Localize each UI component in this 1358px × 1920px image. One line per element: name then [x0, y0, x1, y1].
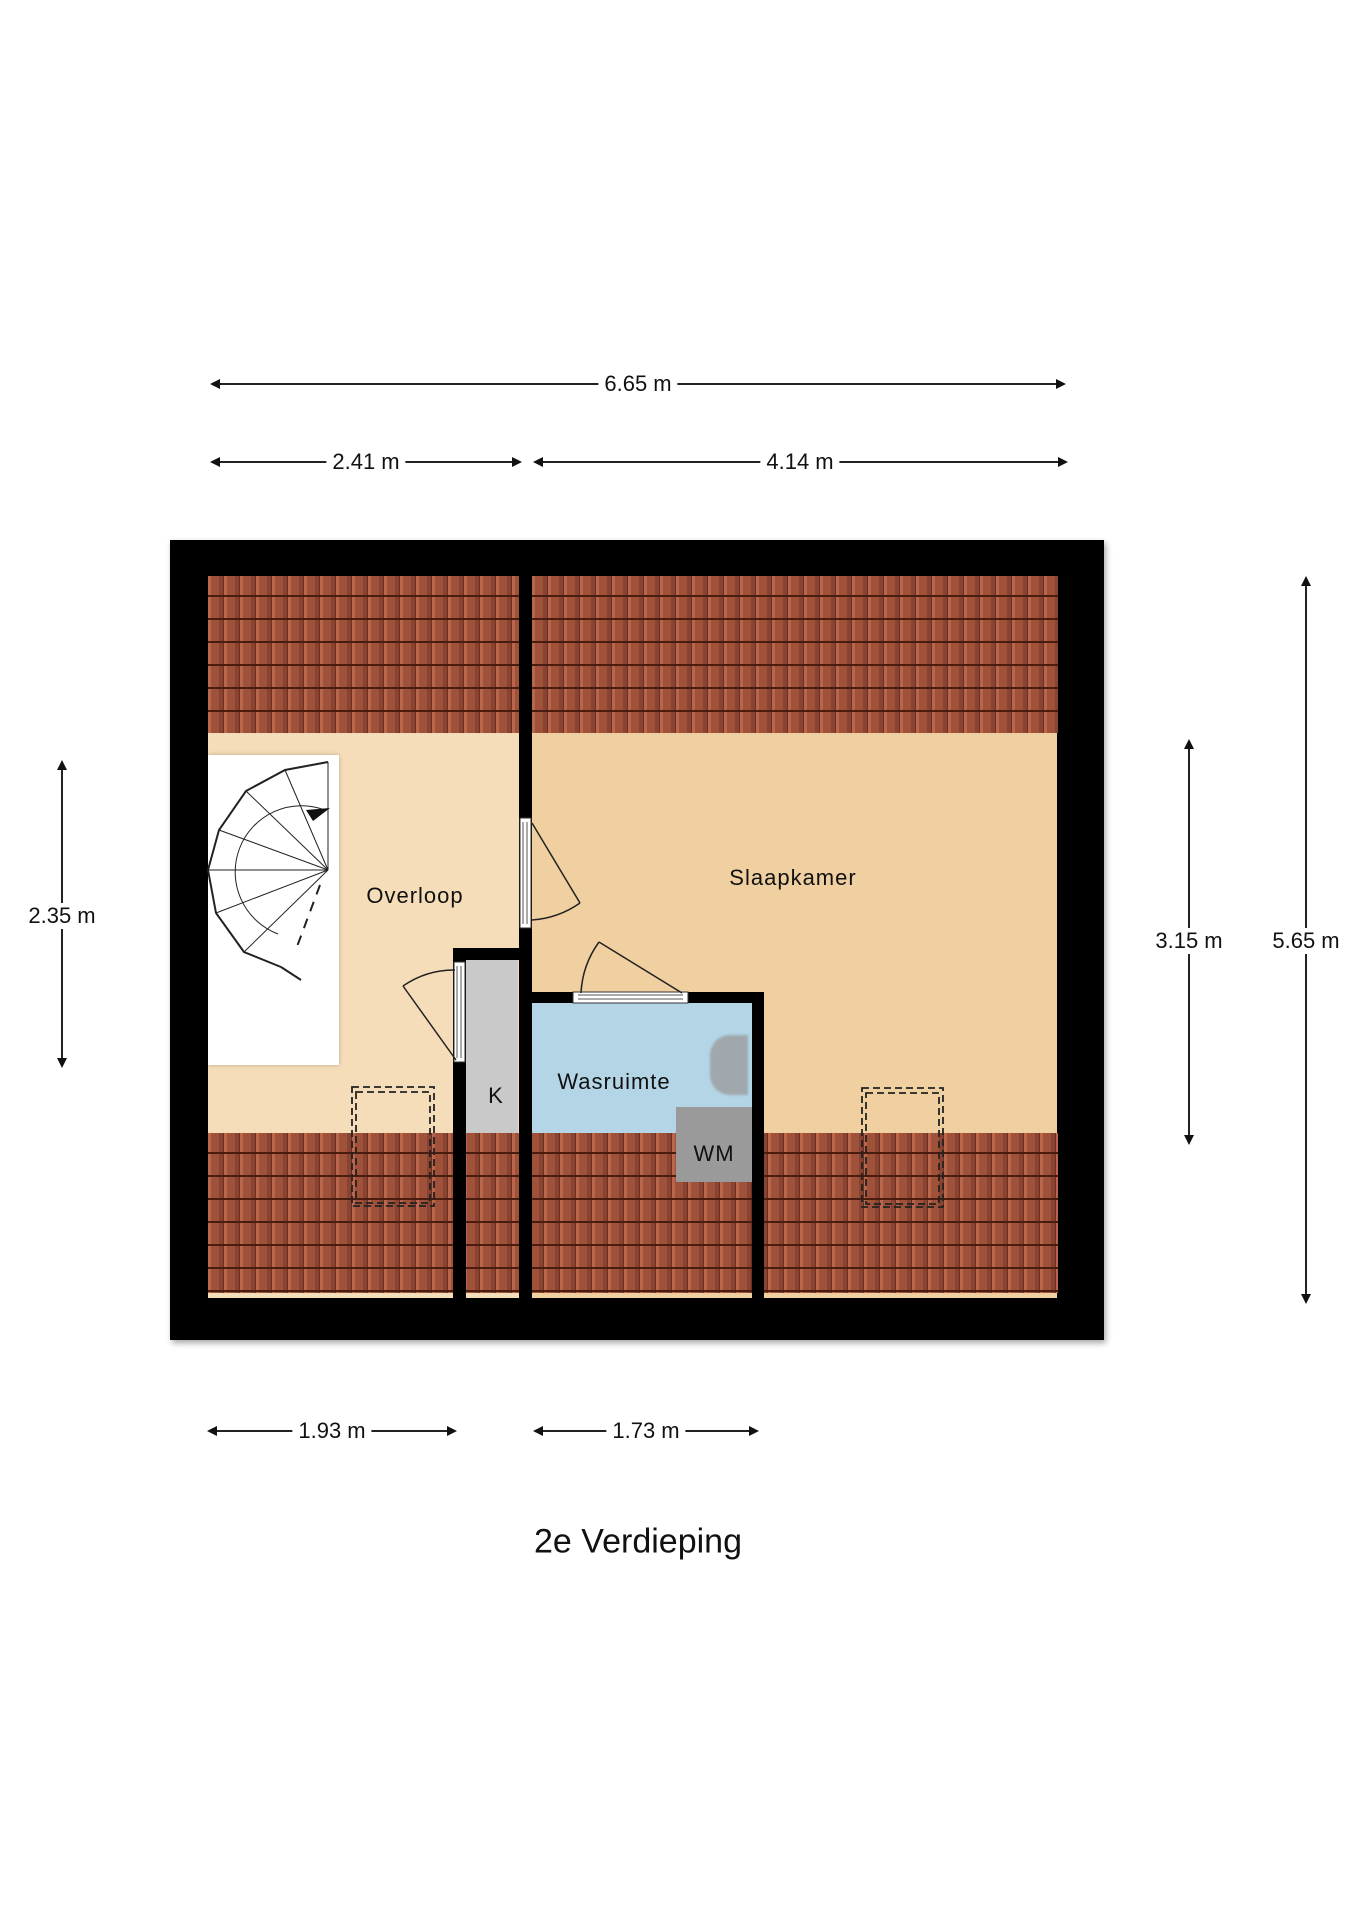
door-wasruimte-icon [572, 941, 689, 1004]
dim-bottom-right: 1.73 m [606, 1418, 686, 1444]
washing-machine [676, 1107, 752, 1182]
room-label-wasmachine: WM [693, 1141, 735, 1166]
dim-top-left: 2.41 m [326, 449, 406, 475]
room-label-overloop: Overloop [366, 883, 464, 908]
dim-right-total: 5.65 m [1266, 928, 1346, 954]
sink-icon [710, 1035, 748, 1095]
roof-tiles-top-right [532, 576, 1058, 733]
floor-title: 2e Verdieping [534, 1522, 742, 1561]
kast-top-wall [453, 948, 532, 960]
door-kast-icon [402, 961, 466, 1063]
stair-arrow-icon [306, 808, 330, 821]
middle-wall [519, 576, 532, 1298]
floor-plan: Overloop Slaapkamer Wasruimte K WM [170, 540, 1104, 1340]
stair-well [208, 755, 339, 1065]
plan-details [206, 761, 944, 1208]
room-label-slaapkamer: Slaapkamer [729, 865, 857, 890]
dim-right-inner: 3.15 m [1149, 928, 1229, 954]
skylight-left-icon [351, 1086, 435, 1207]
dim-top-total: 6.65 m [598, 371, 678, 397]
wasruimte-right-wall [752, 992, 764, 1298]
roof-tiles-top-left [208, 576, 520, 733]
roof-tiles-bottom [208, 1133, 1058, 1293]
spiral-stair-icon [206, 761, 329, 981]
room-label-kast: K [488, 1083, 504, 1108]
skylight-right-icon [861, 1087, 944, 1208]
door-slaapkamer-icon [519, 817, 581, 929]
dim-left-height: 2.35 m [22, 903, 102, 929]
kast-floor [466, 960, 518, 1133]
dim-top-right: 4.14 m [760, 449, 840, 475]
dim-bottom-left: 1.93 m [292, 1418, 372, 1444]
room-label-wasruimte: Wasruimte [557, 1069, 671, 1094]
